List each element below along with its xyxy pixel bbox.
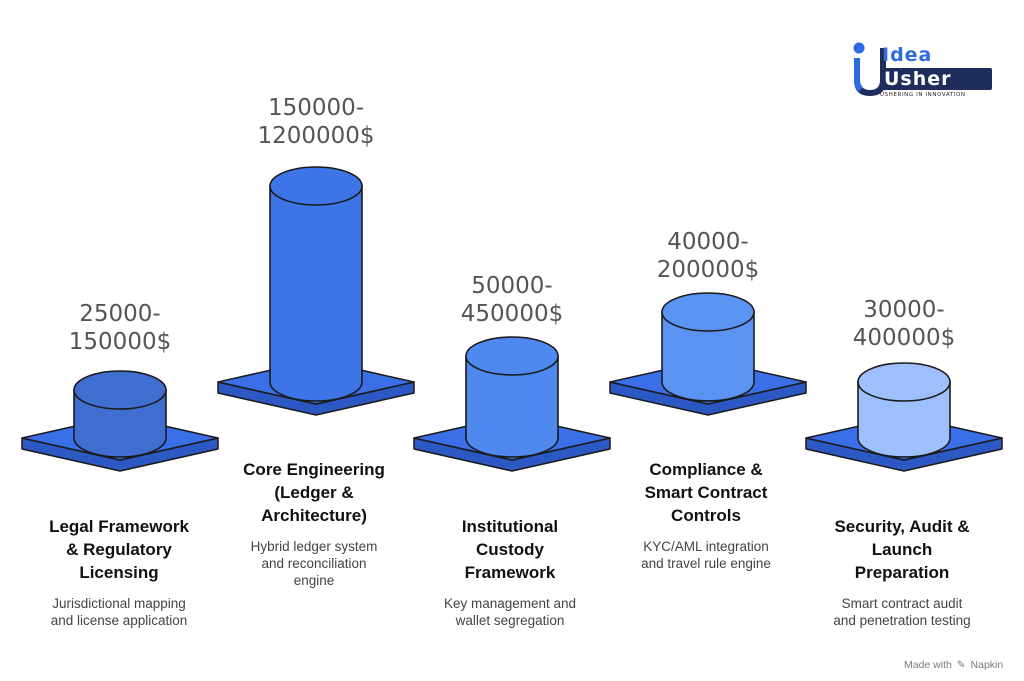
logo-tagline: USHERING IN INNOVATION [880, 92, 966, 98]
stage-2-range: 150000-1200000$ [257, 95, 375, 149]
stage-4-cylinder-top [661, 292, 755, 332]
stage-2-cylinder-top [269, 166, 363, 206]
stage-5-range: 30000-400000$ [852, 297, 956, 351]
stage-3-range: 50000-450000$ [460, 273, 564, 327]
stage-2-cylinder-body [269, 185, 363, 402]
stage-2-title: Core Engineering(Ledger &Architecture) [243, 460, 385, 525]
logo-word-idea: Idea [882, 44, 933, 66]
stage-5-cylinder-top [857, 362, 951, 402]
logo-word-usher-box [880, 68, 992, 90]
stage-1-cylinder-top [73, 370, 167, 410]
stage-3-cylinder-top [465, 336, 559, 376]
made-with-credit: Made with ✎ Napkin [904, 659, 1004, 671]
stage-4-range: 40000-200000$ [656, 229, 760, 283]
logo-u-mark [853, 42, 886, 96]
napkin-icon: ✎ [956, 659, 966, 671]
stage-1-range: 25000-150000$ [68, 301, 172, 355]
stage-4-cylinder-body [661, 311, 755, 402]
idea-usher-logo: Idea Usher USHERING IN INNOVATION [850, 40, 996, 102]
stage-3-cylinder-body [465, 355, 559, 458]
logo-word-usher: Usher [884, 68, 952, 90]
stage-5-cylinder-body [857, 381, 951, 458]
